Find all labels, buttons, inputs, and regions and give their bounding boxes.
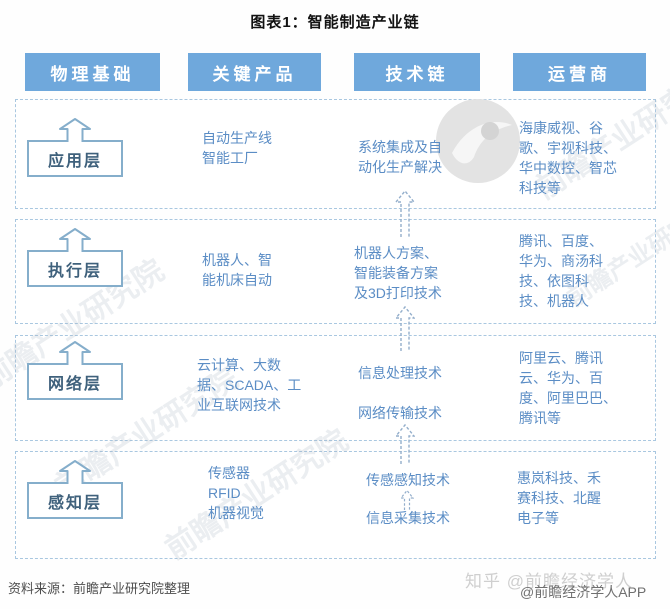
source-note: 资料来源：前瞻产业研究院整理 (8, 581, 191, 596)
up-arrow-icon (59, 460, 91, 484)
cell-application-operators: 海康威视、谷 歌、宇视科技、 华中数控、智芯 科技等 (519, 120, 617, 196)
column-header-operators: 运营商 (513, 53, 646, 91)
dashed-up-arrow-icon (395, 305, 415, 351)
cell-perception-operators: 惠岚科技、禾 赛科技、北醒 电子等 (517, 470, 601, 526)
zhihu-watermark: 知乎 @前瞻经济学人 (465, 572, 633, 591)
cell-perception-tech-upper: 传感感知技术 (366, 472, 450, 488)
layer-label-application: 应用层 (27, 140, 123, 177)
cell-perception-products: 传感器 RFID 机器视觉 (208, 465, 264, 521)
up-arrow-icon (59, 228, 91, 252)
layer-label-perception: 感知层 (27, 482, 123, 519)
cell-execution-tech: 机器人方案、 智能装备方案 及3D打印技术 (354, 245, 442, 301)
cell-application-products: 自动生产线 智能工厂 (202, 130, 272, 166)
column-header-tech-chain: 技术链 (354, 53, 480, 91)
dashed-up-arrow-icon (400, 489, 414, 510)
cell-execution-operators: 腾讯、百度、 华为、商汤科 技、依图科 技、机器人 (519, 233, 603, 309)
column-header-physical-base: 物理基础 (25, 53, 160, 91)
app-watermark: @前瞻经济学人APP (520, 584, 647, 600)
cell-network-products: 云计算、大数 据、SCADA、工 业互联网技术 (197, 357, 302, 413)
dashed-up-arrow-icon (395, 189, 415, 237)
up-arrow-icon (59, 118, 91, 142)
cell-perception-tech-lower: 信息采集技术 (366, 510, 450, 526)
cell-network-tech: 信息处理技术 网络传输技术 (358, 365, 442, 421)
up-arrow-icon (59, 341, 91, 365)
cell-application-tech: 系统集成及自 动化生产解决 (358, 139, 442, 175)
layer-label-network: 网络层 (27, 363, 123, 400)
page-title: 图表1：智能制造产业链 (250, 14, 420, 31)
cell-execution-products: 机器人、智 能机床自动 (202, 252, 272, 288)
layer-label-execution: 执行层 (27, 250, 123, 287)
cell-network-operators: 阿里云、腾讯 云、华为、百 度、阿里巴巴、 腾讯等 (519, 350, 617, 426)
column-header-key-products: 关键产品 (188, 53, 321, 91)
dashed-up-arrow-icon (395, 423, 415, 464)
